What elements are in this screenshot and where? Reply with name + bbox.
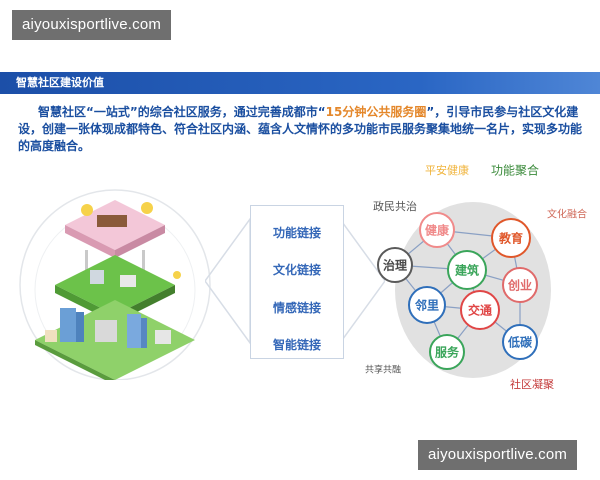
network-diagram: 治理 健康 教育 建筑 创业 邻里 交通 服务 低碳 平安健康 功能聚合 政民共…	[355, 160, 595, 400]
node-entrepreneurship: 创业	[507, 278, 533, 293]
intro-text-1: 智慧社区“一站式”的综合社区服务，通过完善成都市“	[38, 105, 326, 119]
link-item-function: 功能链接	[272, 226, 321, 240]
intro-text-2: ”，引导市民参与社区文化建设，创建一张体现成都特色、符合社区内涵、蕴含人文情怀的…	[18, 105, 583, 153]
watermark-bottom: aiyouxisportlive.com	[418, 440, 578, 470]
node-neighborhood: 邻里	[414, 298, 440, 313]
label-cultural-fusion: 文化融合	[547, 209, 587, 221]
network-lines	[377, 202, 551, 378]
link-item-smart: 智能链接	[272, 338, 321, 352]
link-list: 功能链接 文化链接 情感链接 智能链接	[250, 205, 344, 359]
label-community-cohesion: 社区凝聚	[510, 378, 554, 391]
link-item-culture: 文化链接	[272, 263, 321, 277]
node-architecture: 建筑	[454, 263, 480, 278]
intro-paragraph: 智慧社区“一站式”的综合社区服务，通过完善成都市“15分钟公共服务圈”，引导市民…	[18, 104, 584, 155]
node-education: 教育	[498, 231, 524, 246]
link-item-emotion: 情感链接	[272, 301, 321, 315]
label-co-governance: 政民共治	[373, 200, 417, 213]
node-low-carbon: 低碳	[507, 335, 533, 350]
section-title: 智慧社区建设价值	[16, 76, 104, 89]
node-transport: 交通	[467, 303, 493, 318]
smart-community-illustration	[19, 189, 211, 380]
node-health: 健康	[424, 223, 450, 238]
label-sharing: 共享共融	[364, 365, 402, 376]
label-safety-health: 平安健康	[425, 164, 469, 177]
label-function-aggregation: 功能聚合	[490, 163, 540, 178]
intro-highlight: 15分钟公共服务圈	[325, 105, 427, 119]
watermark-top: aiyouxisportlive.com	[12, 10, 172, 40]
node-governance: 治理	[382, 258, 408, 273]
section-header: 智慧社区建设价值	[0, 72, 600, 94]
node-service: 服务	[434, 345, 460, 360]
